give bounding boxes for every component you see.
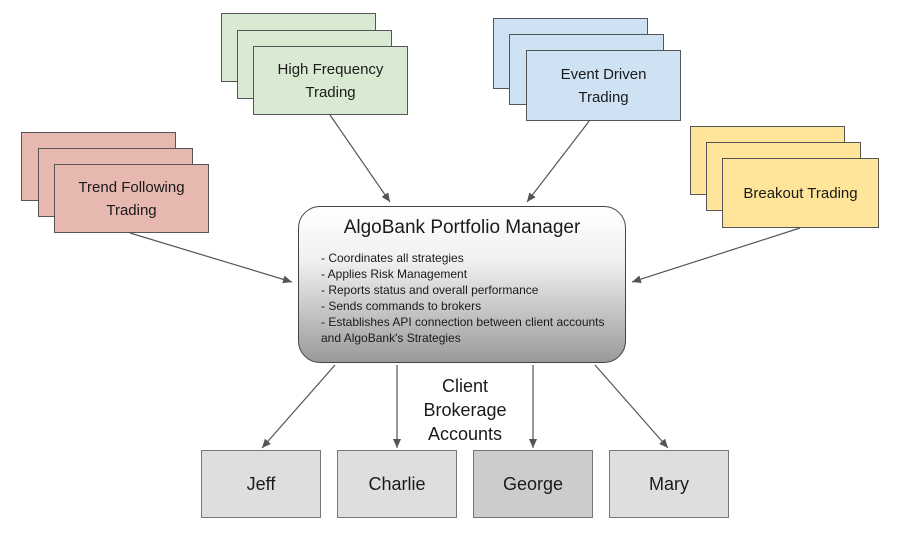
hft-strategy-card: High Frequency Trading (253, 46, 408, 115)
trend-strategy-card: Trend Following Trading (54, 164, 209, 233)
portfolio-manager-box: AlgoBank Portfolio Manager - Coordinates… (298, 206, 626, 363)
manager-item: - Establishes API connection between cli… (321, 315, 605, 345)
breakout-strategy-card: Breakout Trading (722, 158, 879, 228)
account-mary: Mary (609, 450, 729, 518)
manager-responsibilities: - Coordinates all strategies - Applies R… (321, 250, 611, 346)
arrow-trend-to-manager (129, 232, 293, 284)
event-strategy-card: Event Driven Trading (526, 50, 681, 121)
manager-item: - Applies Risk Management (321, 267, 468, 281)
arrow-manager-to-mary (594, 364, 669, 449)
breakout-label: Breakout Trading (743, 184, 858, 202)
manager-title: AlgoBank Portfolio Manager (343, 217, 581, 238)
manager-item: - Reports status and overall performance (321, 283, 539, 297)
account-jeff: Jeff (201, 450, 321, 518)
account-charlie: Charlie (337, 450, 457, 518)
arrow-event-to-manager (526, 119, 591, 203)
hft-label: High Frequency Trading (277, 60, 384, 101)
manager-item: - Coordinates all strategies (321, 251, 464, 265)
manager-item: - Sends commands to brokers (321, 299, 482, 313)
arrow-hft-to-manager (329, 114, 391, 203)
account-george: George (473, 450, 593, 518)
arrow-breakout-to-manager (631, 227, 801, 284)
client-accounts-label: Client Brokerage Accounts (423, 376, 507, 444)
arrow-manager-to-jeff (261, 364, 336, 449)
event-label: Event Driven Trading (560, 65, 647, 106)
trend-label: Trend Following Trading (78, 178, 185, 219)
